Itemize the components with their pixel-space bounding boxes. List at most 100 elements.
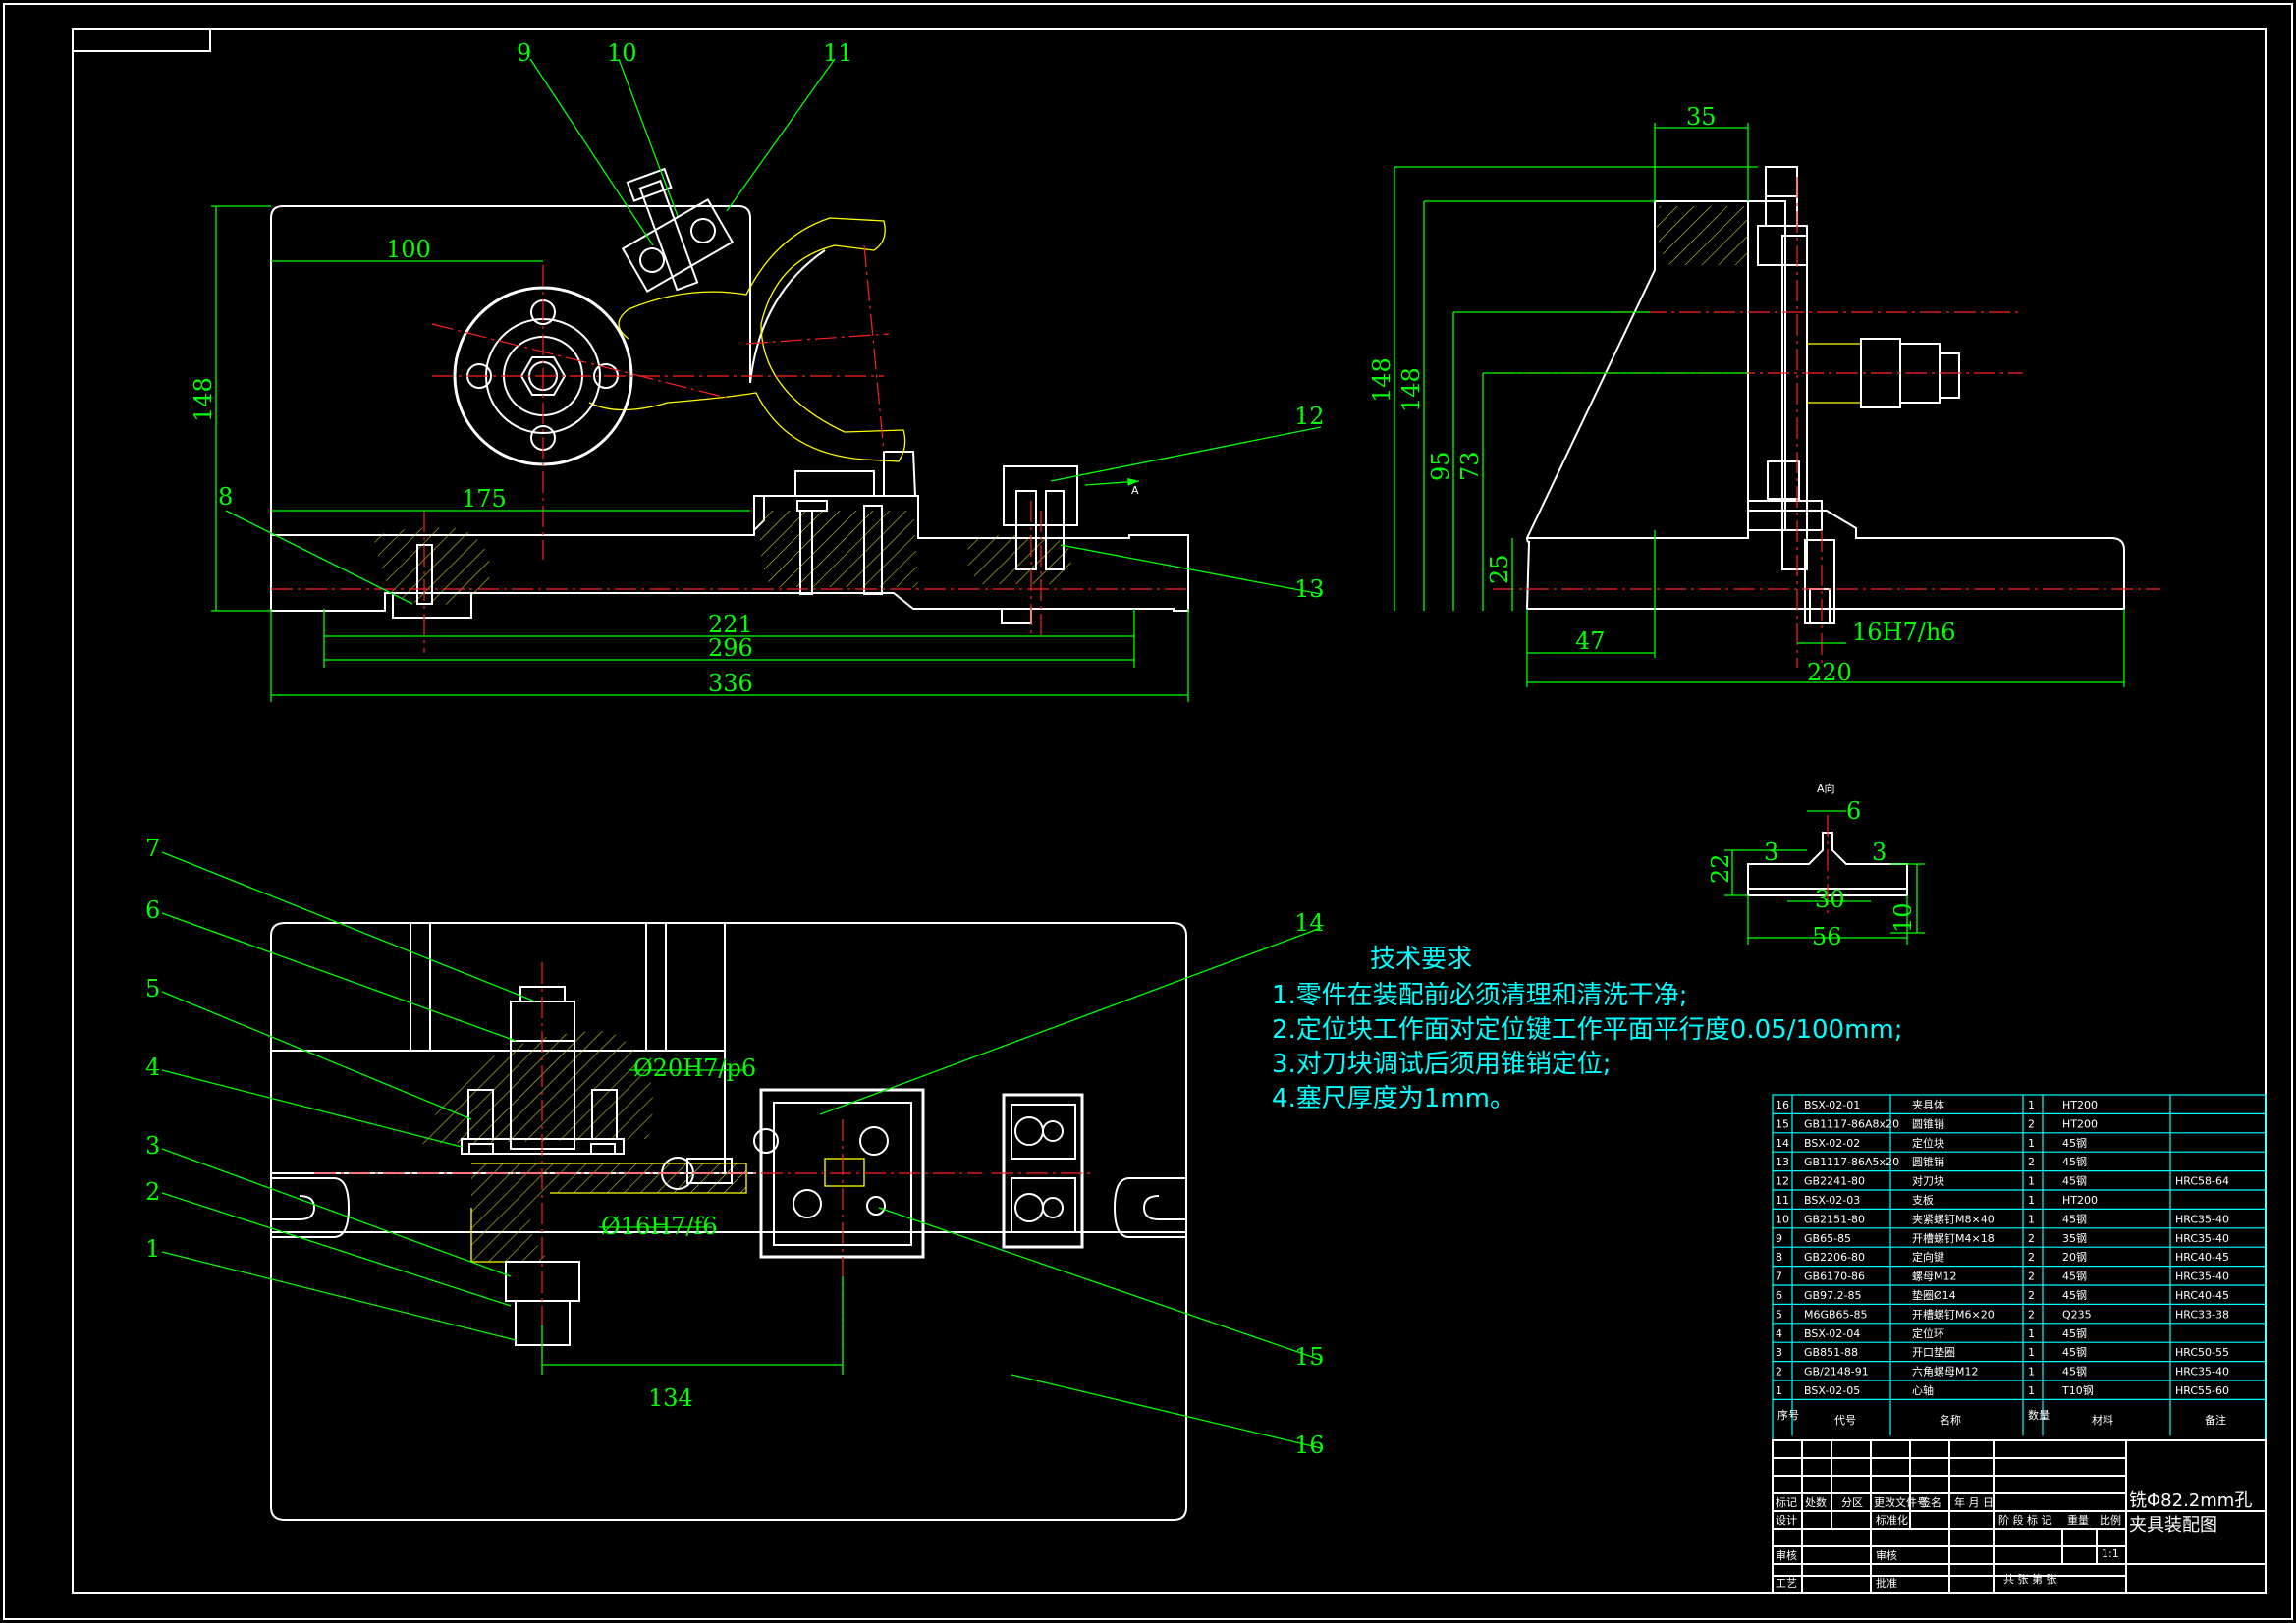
- bom-cell-qty: 2: [2028, 1289, 2035, 1302]
- bom-cell-mat: 45钢: [2062, 1346, 2087, 1359]
- dim-10: 10: [1889, 902, 1917, 933]
- bom-cell-name: 定位环: [1912, 1326, 1944, 1340]
- bom-cell-mat: HT200: [2062, 1099, 2098, 1111]
- balloon-6: 6: [145, 896, 160, 924]
- tech-req-line-1: 1.零件在装配前必须清理和清洗干净;: [1272, 981, 1688, 1010]
- bom-cell-qty: 1: [2028, 1137, 2035, 1150]
- balloon-15: 15: [1294, 1343, 1325, 1371]
- fork-part: [588, 217, 906, 462]
- bom-cell-note: HRC58-64: [2175, 1175, 2229, 1188]
- bom-cell-name: 定向键: [1912, 1250, 1944, 1264]
- tb-std: 标准化: [1876, 1513, 1908, 1527]
- dim-56: 56: [1812, 923, 1842, 950]
- tb-check: 审核: [1776, 1548, 1797, 1562]
- bom-cell-note: HRC40-45: [2175, 1289, 2229, 1302]
- bom-cell-code: BSX-02-02: [1804, 1137, 1860, 1150]
- dim-95: 95: [1427, 451, 1454, 481]
- outer-frame: [3, 3, 2293, 1620]
- bom-cell-name: 圆锥销: [1912, 1155, 1944, 1168]
- balloon-12: 12: [1294, 403, 1325, 430]
- front-upright: [270, 205, 916, 535]
- bom-cell-note: HRC35-40: [2175, 1366, 2229, 1379]
- bom-cell-mat: HT200: [2062, 1117, 2098, 1130]
- bom-cell-no: 12: [1776, 1175, 1789, 1188]
- bom-cell-code: BSX-02-01: [1804, 1099, 1860, 1111]
- balloon-13: 13: [1294, 575, 1325, 603]
- bom-cell-mat: 45钢: [2062, 1289, 2087, 1302]
- dim-148-side-a: 148: [1368, 357, 1395, 403]
- dim-148-side-b: 148: [1397, 367, 1425, 412]
- bom-cell-name: 心轴: [1912, 1383, 1934, 1397]
- dim-25: 25: [1486, 554, 1513, 584]
- tb-approve: 批准: [1876, 1576, 1897, 1590]
- dim-148-front: 148: [190, 377, 217, 422]
- tb-review: 审核: [1876, 1548, 1897, 1562]
- bom-cell-mat: 20钢: [2062, 1251, 2087, 1264]
- bom-header-mat: 材料: [2092, 1413, 2113, 1427]
- bom-cell-note: HRC40-45: [2175, 1251, 2229, 1264]
- bom-cell-code: GB2151-80: [1804, 1213, 1865, 1225]
- bom-cell-name: 夹具体: [1912, 1098, 1944, 1111]
- bom-cell-note: HRC35-40: [2175, 1213, 2229, 1225]
- bom-cell-note: HRC33-38: [2175, 1308, 2229, 1321]
- bom-cell-qty: 2: [2028, 1251, 2035, 1264]
- dim-35: 35: [1686, 103, 1717, 131]
- bom-cell-name: 对刀块: [1912, 1174, 1944, 1188]
- bom-cell-code: GB2206-80: [1804, 1251, 1865, 1264]
- bom-cell-code: GB851-88: [1804, 1346, 1858, 1359]
- bom-cell-name: 定位块: [1912, 1136, 1944, 1150]
- tb-weight: 重量: [2067, 1513, 2089, 1527]
- tb-scale: 比例: [2100, 1513, 2121, 1527]
- bom-cell-qty: 1: [2028, 1194, 2035, 1207]
- bom-cell-name: 开口垫圈: [1912, 1345, 1955, 1359]
- tb-scale-val: 1:1: [2102, 1547, 2119, 1560]
- fit-20h7p6: Ø20H7/p6: [633, 1055, 756, 1082]
- dim-175: 175: [462, 485, 507, 513]
- front-view: 100 175 148 221 296 336 8 9 10 11 12 13 …: [190, 39, 1325, 702]
- tb-sheets: 共 张 第 张: [2003, 1572, 2057, 1586]
- view-arrow-a: A: [1131, 484, 1139, 497]
- bom-cell-code: BSX-02-05: [1804, 1384, 1860, 1397]
- bom-cell-no: 3: [1776, 1346, 1782, 1359]
- balloon-3: 3: [145, 1132, 160, 1160]
- code-box: [72, 28, 211, 52]
- balloon-7: 7: [145, 835, 160, 862]
- bom-cell-qty: 2: [2028, 1308, 2035, 1321]
- bom-cell-qty: 1: [2028, 1384, 2035, 1397]
- bom-cell-name: 圆锥销: [1912, 1116, 1944, 1130]
- tb-count: 处数: [1805, 1496, 1827, 1509]
- bom-cell-qty: 2: [2028, 1156, 2035, 1168]
- bom-cell-no: 7: [1776, 1271, 1782, 1283]
- bom-cell-mat: 45钢: [2062, 1175, 2087, 1188]
- bom-cell-no: 2: [1776, 1366, 1782, 1379]
- bom-cell-no: 16: [1776, 1099, 1789, 1111]
- bom-cell-code: GB1117-86A5x20: [1804, 1156, 1899, 1168]
- bom-header-name: 名称: [1940, 1413, 1961, 1427]
- bom-cell-name: 支板: [1912, 1193, 1934, 1207]
- bom-cell-code: GB1117-86A8x20: [1804, 1117, 1899, 1130]
- bom-cell-mat: 45钢: [2062, 1137, 2087, 1150]
- tb-sign: 签名: [1920, 1495, 1941, 1509]
- bom-cell-code: GB/2148-91: [1804, 1366, 1869, 1379]
- detail-a: A向 6 22 3 3 30 10 56: [1707, 782, 1925, 950]
- tb-doc: 更改文件号: [1874, 1495, 1928, 1509]
- bom-cell-name: 开槽螺钉M6×20: [1912, 1308, 1995, 1321]
- bom-cell-code: GB6170-86: [1804, 1271, 1865, 1283]
- bom-cell-name: 开槽螺钉M4×18: [1912, 1232, 1995, 1245]
- bom-cell-note: HRC35-40: [2175, 1232, 2229, 1245]
- bom-cell-no: 13: [1776, 1156, 1789, 1168]
- dim-3a: 3: [1764, 839, 1778, 866]
- tb-date: 年 月 日: [1954, 1495, 1994, 1509]
- balloon-10: 10: [607, 39, 637, 67]
- tech-req-line-3: 3.对刀块调试后须用锥销定位;: [1272, 1050, 1612, 1079]
- dim-3b: 3: [1872, 839, 1886, 866]
- bom-cell-qty: 1: [2028, 1366, 2035, 1379]
- tb-design: 设计: [1776, 1514, 1797, 1527]
- bom-cell-code: GB2241-80: [1804, 1175, 1865, 1188]
- dim-134: 134: [648, 1384, 693, 1412]
- balloon-9: 9: [517, 39, 531, 67]
- bom-cell-mat: 35钢: [2062, 1232, 2087, 1245]
- tech-req-line-2: 2.定位块工作面对定位键工作平面平行度0.05/100mm;: [1272, 1015, 1903, 1045]
